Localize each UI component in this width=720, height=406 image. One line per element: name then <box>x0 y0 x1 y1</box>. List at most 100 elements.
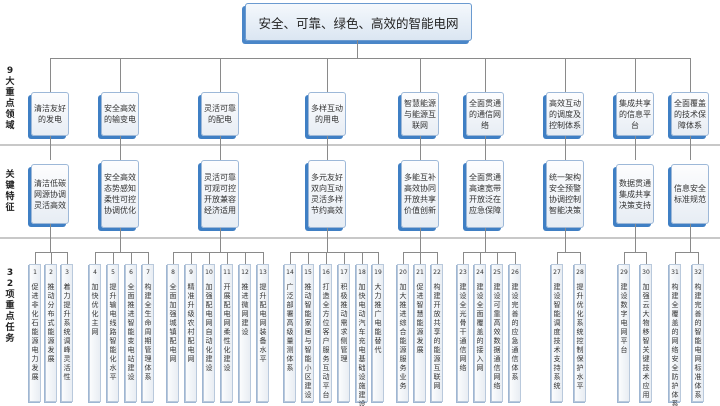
connector <box>463 252 464 264</box>
task-text: 打造全方位客户服务互动平台 <box>322 283 330 399</box>
connector <box>308 252 309 264</box>
domain-box: 高效互动的调度及控制体系 <box>546 92 584 136</box>
task-item: 7 构建全生命周期管理体系 <box>142 264 154 402</box>
feature-box: 全面贯通高速宽带开放泛在应急保障 <box>466 160 504 228</box>
connector <box>50 58 691 59</box>
task-number: 20 <box>399 269 407 276</box>
connector <box>120 58 121 93</box>
task-number: 8 <box>171 269 175 276</box>
task-number: 14 <box>286 269 294 276</box>
connector <box>327 228 328 252</box>
feature-box: 清洁低碳网源协调灵活高效 <box>31 164 69 224</box>
connector <box>120 136 121 160</box>
connector <box>120 228 121 252</box>
task-number: 26 <box>511 269 519 276</box>
connector <box>485 58 486 93</box>
connector <box>50 224 51 252</box>
connector <box>515 252 516 264</box>
task-number: 9 <box>189 269 193 276</box>
connector <box>580 252 581 264</box>
task-number: 18 <box>358 269 366 276</box>
connector <box>327 136 328 160</box>
connector <box>227 252 228 264</box>
task-text: 提升优化系统控制保护水平 <box>576 283 584 390</box>
task-number: 27 <box>553 269 561 276</box>
feature-box: 灵活可靠可观可控开放兼容经济适用 <box>201 160 239 228</box>
task-number: 3 <box>65 269 69 276</box>
connector <box>148 252 149 264</box>
task-number: 30 <box>642 269 650 276</box>
task-text: 着力提升系统调峰灵活性 <box>63 283 71 381</box>
task-number: 5 <box>111 269 115 276</box>
task-number: 7 <box>146 269 150 276</box>
connector <box>263 252 264 264</box>
connector <box>635 224 636 252</box>
feature-box: 数据贯通集成共享决策支持 <box>616 164 654 224</box>
task-number: 19 <box>374 269 382 276</box>
task-number: 24 <box>476 269 484 276</box>
task-item: 8 全面加强城镇配电网 <box>167 264 179 402</box>
task-number: 28 <box>576 269 584 276</box>
task-text: 加快电动汽车充电基础设施建设 <box>358 283 366 406</box>
connector <box>327 58 328 93</box>
connector <box>220 136 221 160</box>
connector <box>690 224 691 252</box>
task-number: 21 <box>416 269 424 276</box>
task-text: 构建全覆盖的网络安全防护体系 <box>671 283 679 406</box>
task-number: 29 <box>620 269 628 276</box>
task-text: 推进微网建设 <box>241 283 249 336</box>
connector <box>420 58 421 93</box>
connector <box>290 252 379 253</box>
connector <box>485 228 486 252</box>
connector <box>220 58 221 93</box>
connector <box>326 252 327 264</box>
task-text: 提升配电网装备水平 <box>259 283 267 363</box>
connector <box>420 136 421 160</box>
task-number: 25 <box>493 269 501 276</box>
task-number: 2 <box>49 269 53 276</box>
section-divider <box>0 144 720 146</box>
feature-box: 多能互补高效协同开放共享价值创新 <box>401 160 439 228</box>
domain-box: 全面覆盖的技术保障体系 <box>671 92 709 136</box>
task-text: 促进智慧能源发展 <box>416 283 424 354</box>
connector <box>675 252 699 253</box>
task-text: 全面加强城镇配电网 <box>169 283 177 363</box>
task-text: 建设全面覆盖的接入网 <box>476 283 484 372</box>
task-number: 12 <box>241 269 249 276</box>
connector <box>420 228 421 252</box>
task-text: 构建全生命周期管理体系 <box>144 283 152 381</box>
connector <box>557 252 581 253</box>
task-text: 推动智能家居与智能小区建设 <box>304 283 312 399</box>
connector <box>344 252 345 264</box>
task-item: 31 构建全覆盖的网络安全防护体系 <box>669 264 681 406</box>
feature-box: 安全高效态势感知柔性可控协调优化 <box>101 160 139 228</box>
domain-box: 集成共享的信息平台 <box>616 92 654 136</box>
task-text: 全面推进智能变电站建设 <box>127 283 135 381</box>
connector <box>463 252 516 253</box>
task-number: 4 <box>93 269 97 276</box>
task-number: 6 <box>129 269 133 276</box>
task-number: 31 <box>671 269 679 276</box>
domain-box: 灵活可靠的配电 <box>201 92 239 136</box>
connector <box>35 252 36 264</box>
task-number: 11 <box>223 269 231 276</box>
task-text: 构建完善的智能电网标准体系 <box>694 283 702 399</box>
connector <box>403 252 404 264</box>
connector <box>191 252 192 264</box>
connector <box>95 252 96 264</box>
connector <box>50 58 51 93</box>
connector <box>624 252 625 264</box>
connector <box>113 252 114 264</box>
feature-box: 信息安全标准规范 <box>671 164 709 224</box>
task-item: 18 加快电动汽车充电基础设施建设 <box>356 264 368 406</box>
